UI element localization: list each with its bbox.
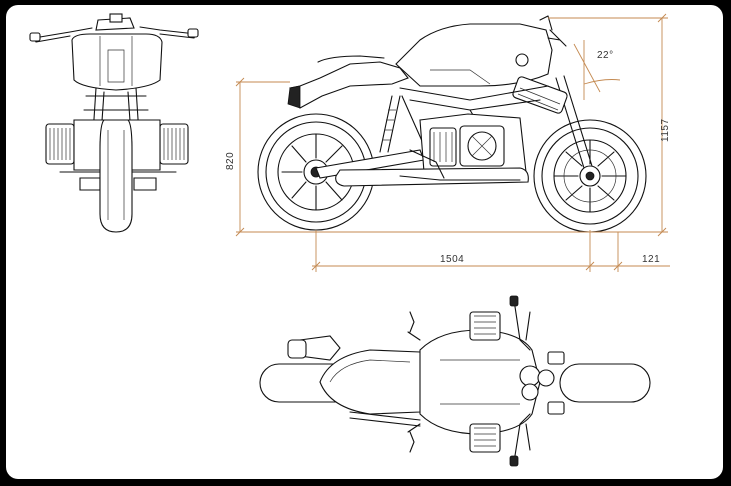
wheelbase-label: 1504 [440, 254, 464, 265]
seat-height-label: 820 [225, 152, 236, 170]
side-view: 22° [257, 15, 647, 233]
motorcycle-blueprint: 22° 820 1157 1504 121 [29, 13, 671, 467]
trail-label: 121 [642, 254, 660, 265]
front-view [29, 13, 199, 233]
drawing-sheet: 22° 820 1157 1504 121 [6, 5, 723, 479]
top-view [259, 295, 651, 467]
dimension-lines: 820 1157 1504 121 [225, 13, 671, 272]
rake-angle-label: 22° [597, 50, 614, 61]
overall-height-label: 1157 [660, 118, 671, 142]
